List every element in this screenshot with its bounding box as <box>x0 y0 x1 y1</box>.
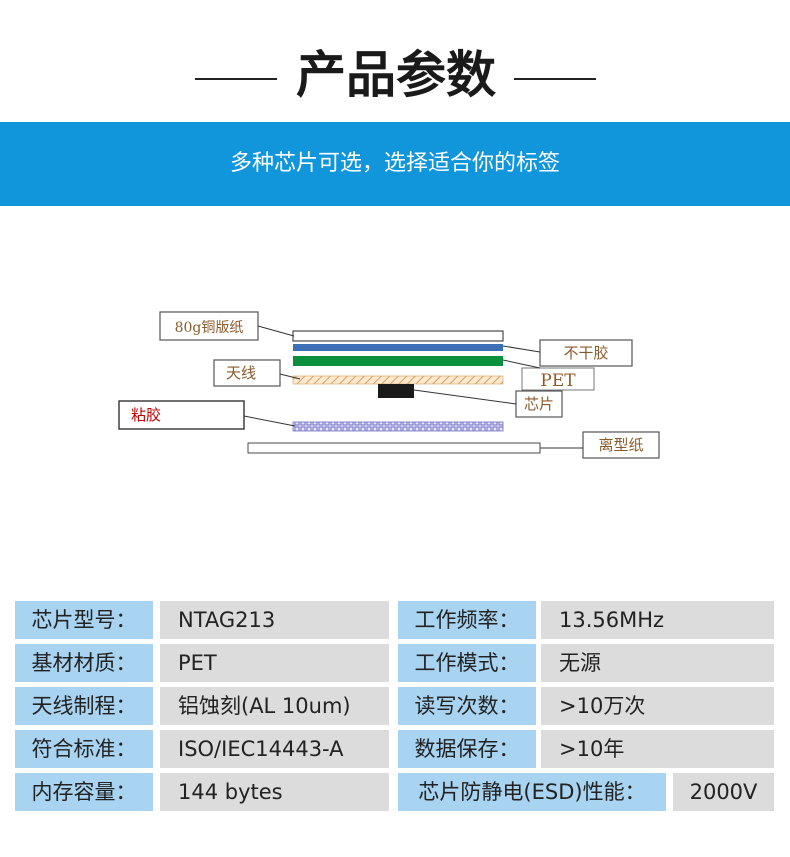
param-value: >10年 <box>541 730 774 768</box>
title-row: 产品参数 <box>0 40 790 110</box>
paper-label: 80g铜版纸 <box>175 320 244 336</box>
param-value: PET <box>160 644 389 682</box>
pet-leader <box>502 359 541 369</box>
chip-label: 芯片 <box>524 395 554 413</box>
param-value: ISO/IEC14443-A <box>160 730 389 768</box>
antenna-layer <box>292 375 504 385</box>
glue-label: 粘胶 <box>131 406 161 424</box>
param-value: 2000V <box>673 773 774 811</box>
dry-glue-label: 不干胶 <box>563 344 608 362</box>
param-key: 数据保存： <box>398 730 536 768</box>
param-key: 芯片型号： <box>15 601 153 639</box>
antenna-leader <box>279 373 301 380</box>
layer-diagram-svg: 80g铜版纸 不干胶 天线 PET 芯片 粘胶 离型纸 <box>118 311 660 459</box>
antenna-label-box <box>213 359 281 387</box>
chip-block <box>378 384 414 398</box>
glue-label-box <box>118 400 245 430</box>
pet-label-box <box>521 367 595 391</box>
param-key: 基材材质： <box>15 644 153 682</box>
glue-leader <box>243 415 296 427</box>
page-title: 产品参数 <box>296 46 496 104</box>
antenna-label: 天线 <box>226 364 256 382</box>
dry-glue-label-box <box>539 339 633 367</box>
dry-glue-layer <box>293 344 503 351</box>
glue-layer <box>292 421 504 432</box>
dry-glue-leader <box>502 345 541 353</box>
param-key: 天线制程： <box>15 687 153 725</box>
paper-label-box <box>159 311 259 341</box>
param-key: 读写次数： <box>398 687 536 725</box>
param-value: 13.56MHz <box>541 601 774 639</box>
label-structure-diagram: 80g铜版纸 不干胶 天线 PET 芯片 粘胶 离型纸 <box>0 290 790 470</box>
param-value: NTAG213 <box>160 601 389 639</box>
title-right-rule <box>514 78 596 80</box>
param-value: >10万次 <box>541 687 774 725</box>
paper-layer <box>292 330 504 342</box>
title-left-rule <box>195 78 277 80</box>
release-paper-label: 离型纸 <box>598 436 643 454</box>
release-paper-layer <box>247 442 541 454</box>
param-key: 芯片防静电(ESD)性能： <box>398 773 666 811</box>
paper-leader <box>257 325 295 337</box>
param-value: 144 bytes <box>160 773 389 811</box>
pet-layer <box>293 356 503 366</box>
param-key: 内存容量： <box>15 773 153 811</box>
banner-text: 多种芯片可选，选择适合你的标签 <box>229 151 560 176</box>
param-key: 符合标准： <box>15 730 153 768</box>
blue-banner: 多种芯片可选，选择适合你的标签 <box>0 122 790 206</box>
param-value: 铝蚀刻(AL 10um) <box>160 687 389 725</box>
param-key: 工作频率： <box>398 601 536 639</box>
param-value: 无源 <box>541 644 774 682</box>
param-key: 工作模式： <box>398 644 536 682</box>
chip-leader <box>413 389 517 405</box>
chip-label-box <box>515 390 563 418</box>
pet-label: PET <box>540 371 576 391</box>
release-label-box <box>582 431 660 459</box>
